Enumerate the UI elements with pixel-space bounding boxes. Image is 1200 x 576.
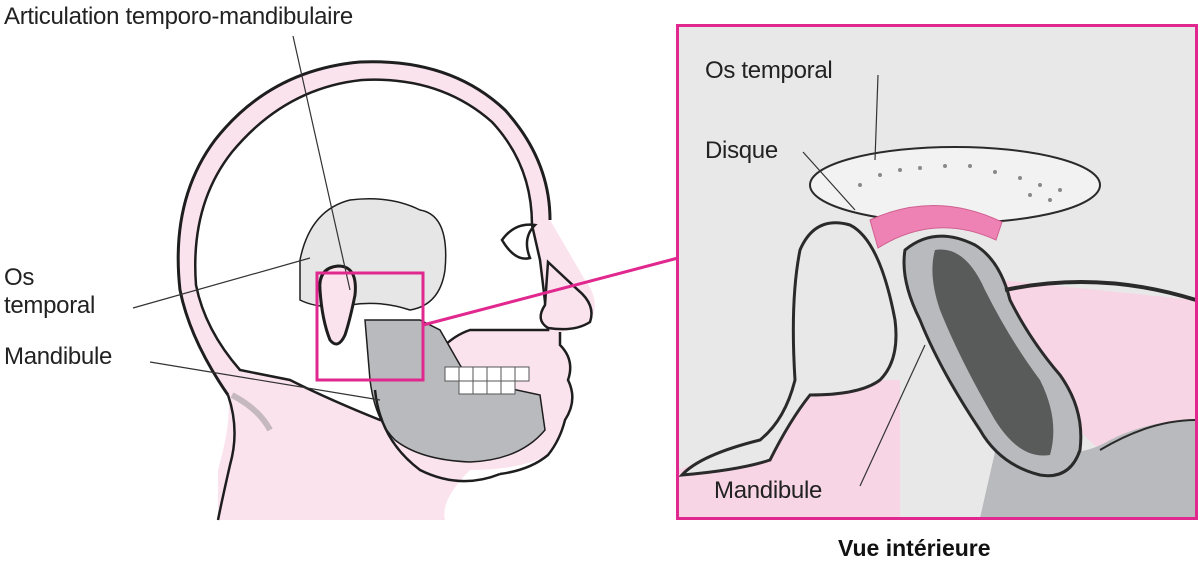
main-leader-lines: [132, 35, 381, 401]
head-illustration: [176, 60, 595, 521]
inset-leader-lines: [802, 74, 926, 487]
label-mandible: Mandibule: [4, 343, 113, 370]
label-temporal-bone-line2: temporal: [4, 292, 95, 319]
inset-frame: [676, 24, 1198, 520]
inset-label-mandible: Mandibule: [714, 477, 823, 504]
label-tmj: Articulation temporo-mandibulaire: [4, 3, 353, 30]
inset-caption: Vue intérieure: [838, 535, 991, 561]
inset-label-temporal-bone: Os temporal: [705, 57, 833, 84]
tmj-highlight-box: [315, 271, 425, 382]
zoom-connector-line: [422, 256, 679, 327]
inset-label-disc: Disque: [705, 137, 778, 164]
inset-illustration: [678, 26, 1197, 518]
label-temporal-bone-line1: Os: [4, 264, 35, 291]
